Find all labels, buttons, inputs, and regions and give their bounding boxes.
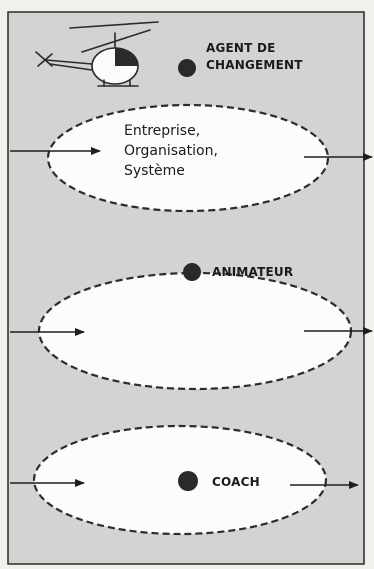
helicopter-icon <box>35 21 159 87</box>
coach-dot <box>178 471 198 491</box>
agent-dot <box>178 59 196 77</box>
animateur-label: ANIMATEUR <box>212 265 294 279</box>
system-ellipse-top <box>46 103 330 213</box>
animateur-dot <box>183 263 201 281</box>
agent-label: AGENT DE CHANGEMENT <box>206 41 303 72</box>
coach-label: COACH <box>212 475 260 489</box>
system-label: Entreprise, Organisation, Système <box>124 123 218 179</box>
